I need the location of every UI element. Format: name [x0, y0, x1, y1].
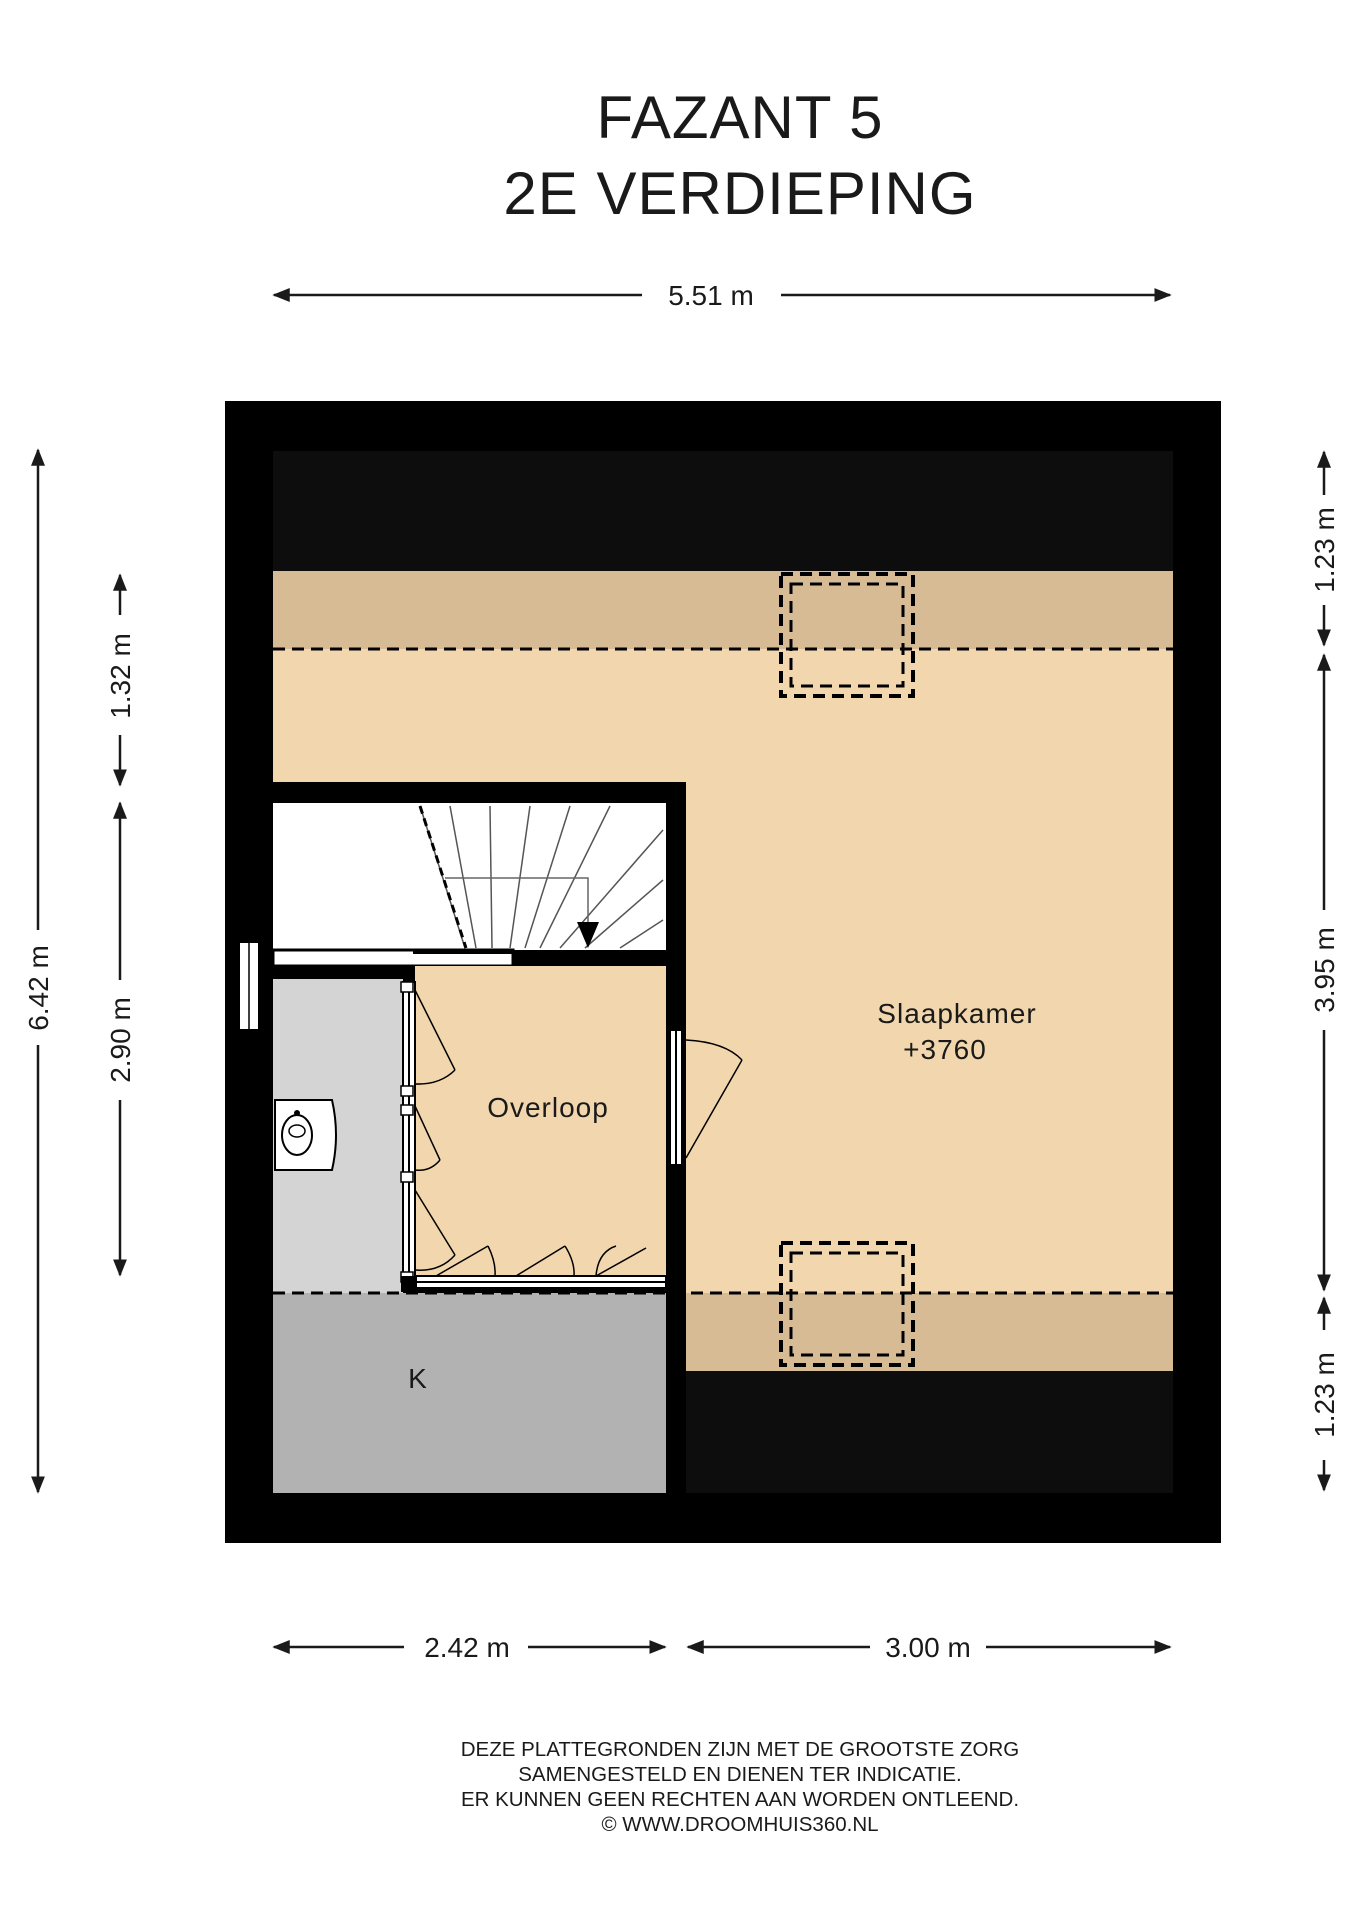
- plan-title: FAZANT 5: [596, 84, 884, 151]
- wardrobe-left-door-swings: [414, 989, 456, 1271]
- storage-floor: [273, 1293, 666, 1493]
- wall-landing-right: [666, 1165, 686, 1293]
- landing-label: Overloop: [487, 1092, 609, 1123]
- roof-slope-bottom: [686, 1371, 1173, 1493]
- dimension-right-top-label: 1.23 m: [1309, 507, 1340, 593]
- bedroom-level-label: +3760: [903, 1034, 987, 1065]
- bedroom-floor: [273, 649, 1173, 782]
- bedroom-door: [669, 1029, 683, 1166]
- roof-window-bottom: [779, 1241, 915, 1367]
- landing-corner-post: [401, 1276, 417, 1292]
- bedroom-door-swing: [685, 1039, 743, 1159]
- wardrobe-bottom-door-swings: [435, 1245, 647, 1277]
- disclaimer: DEZE PLATTEGRONDEN ZIJN MET DE GROOTSTE …: [0, 1737, 1358, 1837]
- stair-direction-arrow-icon: [577, 922, 599, 948]
- roof-slope-top: [273, 451, 1173, 571]
- floor-level-title: 2E VERDIEPING: [503, 160, 977, 227]
- wardrobe-left: [402, 981, 416, 1283]
- bedroom-low-ceiling-top: [273, 571, 1173, 649]
- landing-top-wall: [413, 951, 666, 954]
- disclaimer-line-2: SAMENGESTELD EN DIENEN TER INDICATIE.: [518, 1763, 962, 1786]
- wardrobe-bottom: [414, 1275, 667, 1289]
- wall-stair-top: [273, 782, 686, 803]
- sink-icon: [274, 1099, 337, 1171]
- bedroom-floor-right: [686, 782, 1173, 1293]
- bedroom-low-ceiling-bottom: [686, 1293, 1173, 1371]
- roof-window-top: [779, 572, 915, 698]
- bedroom-label: Slaapkamer: [877, 998, 1036, 1029]
- stair-handrail: [418, 805, 468, 949]
- dimension-left-upper-label: 1.32 m: [105, 633, 136, 719]
- disclaimer-line-3: ER KUNNEN GEEN RECHTEN AAN WORDEN ONTLEE…: [460, 1788, 1020, 1811]
- wall-stair-right: [666, 782, 686, 1030]
- stairwell: [273, 803, 666, 951]
- storage-label: K: [408, 1363, 428, 1394]
- dimension-top-label: 5.51 m: [668, 280, 754, 311]
- dimension-bottom-right-label: 3.00 m: [885, 1632, 971, 1663]
- stairs: [419, 805, 664, 949]
- disclaimer-copyright: © WWW.DROOMHUIS360.NL: [601, 1813, 879, 1836]
- dimension-right-middle-label: 3.95 m: [1309, 927, 1340, 1013]
- dimension-right-bottom-label: 1.23 m: [1309, 1352, 1340, 1438]
- landing-floor: [415, 966, 666, 1288]
- disclaimer-line-1: DEZE PLATTEGRONDEN ZIJN MET DE GROOTSTE …: [460, 1738, 1020, 1761]
- dimension-left-total-label: 6.42 m: [23, 945, 54, 1031]
- dimension-bottom-left-label: 2.42 m: [424, 1632, 510, 1663]
- dimension-left-middle-label: 2.90 m: [105, 997, 136, 1083]
- stair-wall-bottom: [273, 966, 413, 979]
